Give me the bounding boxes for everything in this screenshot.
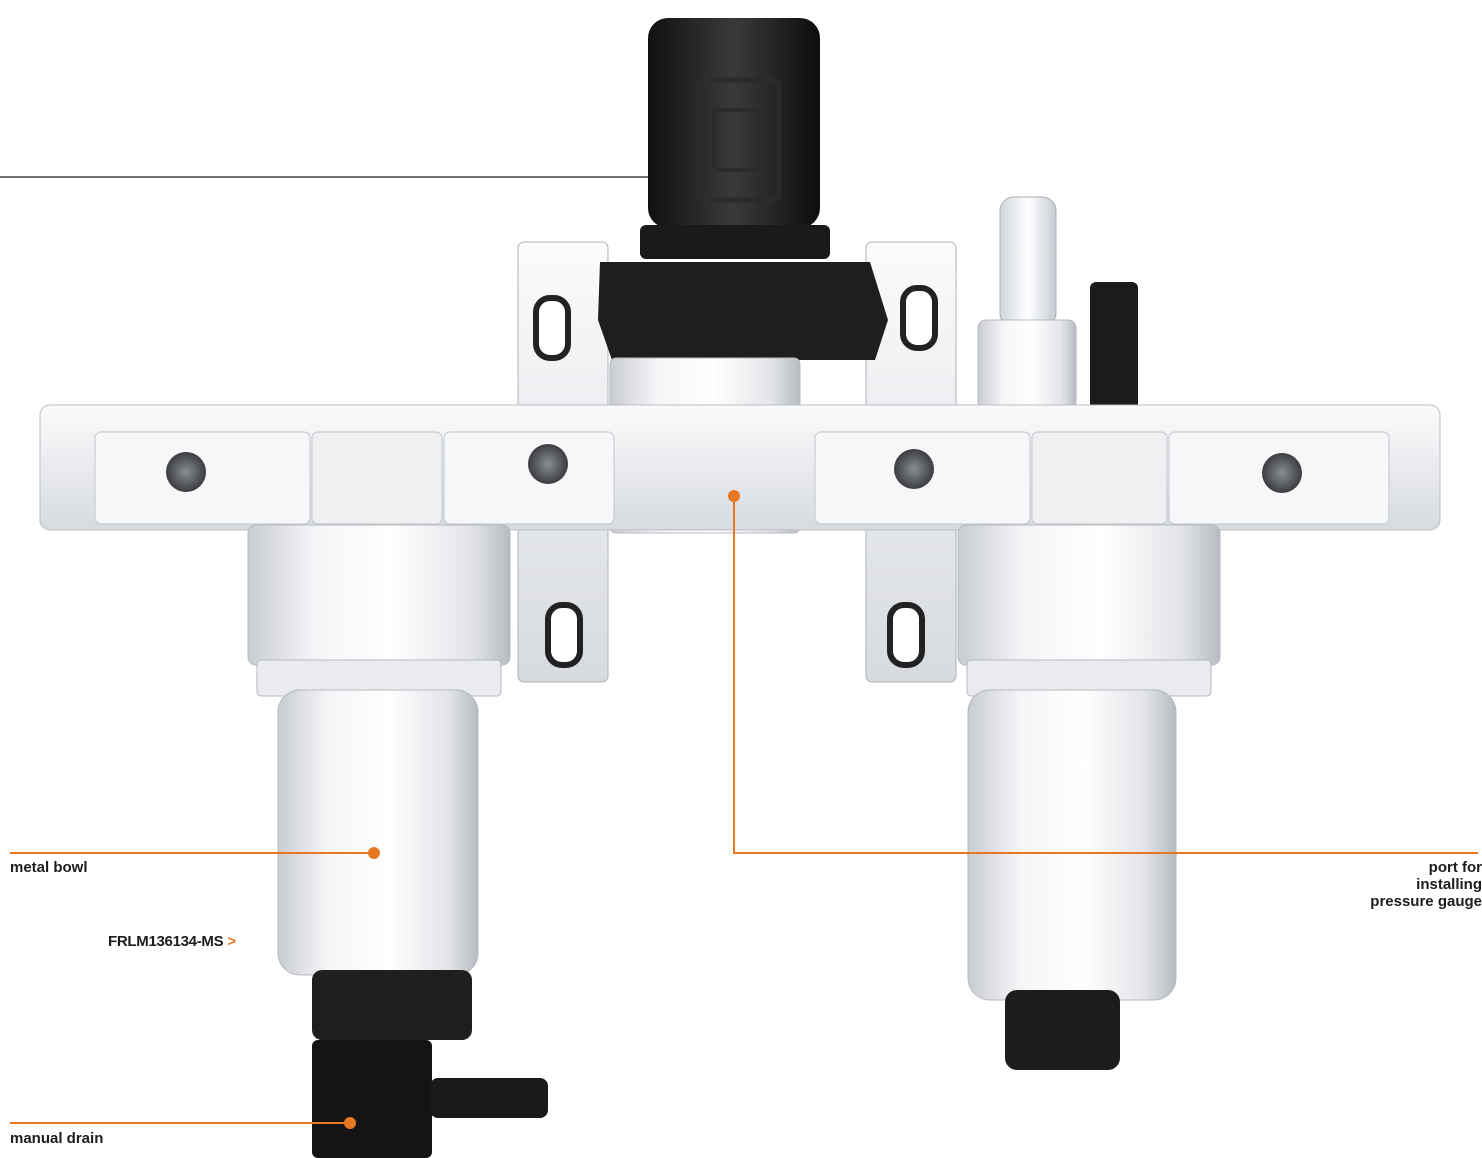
model-number: FRLM136134-MS xyxy=(108,933,224,950)
leader-manual-drain xyxy=(10,1117,356,1129)
lubricator-sight-dome xyxy=(977,196,1138,412)
regulator-knob xyxy=(598,18,888,360)
label-line: port for xyxy=(1428,859,1482,876)
lubricator-unit-right xyxy=(957,524,1221,1070)
screw xyxy=(894,449,934,489)
screw xyxy=(166,452,206,492)
metal-bowl xyxy=(277,689,479,976)
label-metal-bowl: metal bowl xyxy=(10,859,88,876)
label-line: pressure gauge xyxy=(1370,893,1482,910)
leader-gauge-port xyxy=(728,490,1478,854)
product-model-link[interactable]: FRLM136134-MS> xyxy=(108,933,236,950)
label-gauge-port: port for installing pressure gauge xyxy=(1322,859,1482,910)
screw xyxy=(1262,453,1302,493)
label-line: installing xyxy=(1416,876,1482,893)
screw xyxy=(528,444,568,484)
chevron-right-icon: > xyxy=(227,933,236,950)
manifold-bar xyxy=(39,404,1441,531)
manual-drain-valve xyxy=(312,1040,432,1158)
leader-metal-bowl xyxy=(10,847,380,859)
filter-unit-left xyxy=(247,524,548,1158)
label-manual-drain: manual drain xyxy=(10,1130,104,1147)
